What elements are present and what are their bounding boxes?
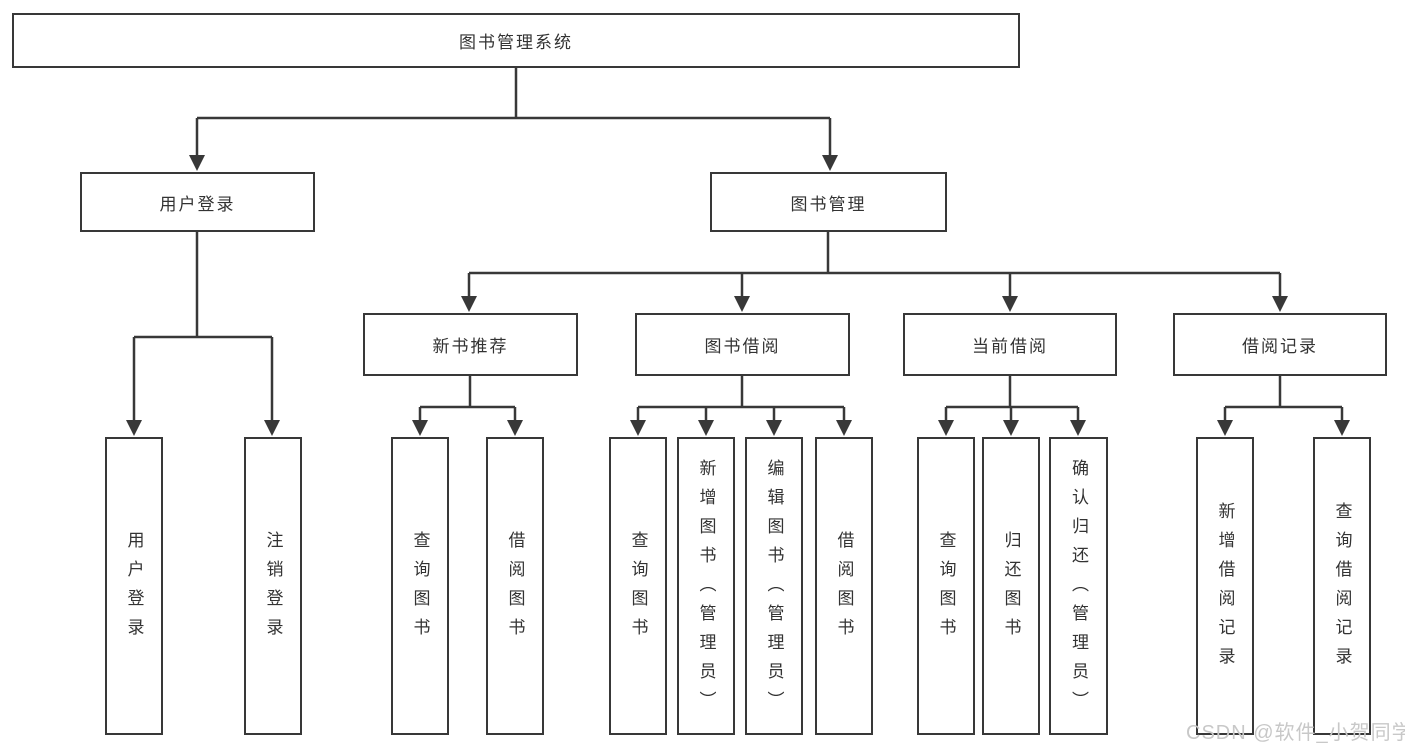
leaf-borrow-books-borrowing: 借阅图书: [815, 437, 873, 735]
csdn-watermark: CSDN @软件_小贺同学: [1186, 722, 1405, 744]
leaf-query-books-current: 查询图书: [917, 437, 975, 735]
leaf-borrow-books-recommend: 借阅图书: [486, 437, 544, 735]
leaf-confirm-return-admin: 确认归还（管理员）: [1049, 437, 1108, 735]
node-book-borrowing: 图书借阅: [635, 313, 850, 376]
node-user-login: 用户登录: [80, 172, 315, 232]
leaf-query-borrow-record: 查询借阅记录: [1313, 437, 1371, 735]
leaf-query-books-recommend: 查询图书: [391, 437, 449, 735]
node-borrowing-records: 借阅记录: [1173, 313, 1387, 376]
leaf-add-book-admin: 新增图书（管理员）: [677, 437, 735, 735]
leaf-query-books-borrowing: 查询图书: [609, 437, 667, 735]
leaf-logout: 注销登录: [244, 437, 302, 735]
leaf-user-login: 用户登录: [105, 437, 163, 735]
leaf-add-borrow-record: 新增借阅记录: [1196, 437, 1254, 735]
leaf-return-books: 归还图书: [982, 437, 1040, 735]
leaf-edit-book-admin: 编辑图书（管理员）: [745, 437, 803, 735]
node-root-library-system: 图书管理系统: [12, 13, 1020, 68]
node-current-borrowing: 当前借阅: [903, 313, 1117, 376]
node-book-management: 图书管理: [710, 172, 947, 232]
node-new-book-recommendation: 新书推荐: [363, 313, 578, 376]
